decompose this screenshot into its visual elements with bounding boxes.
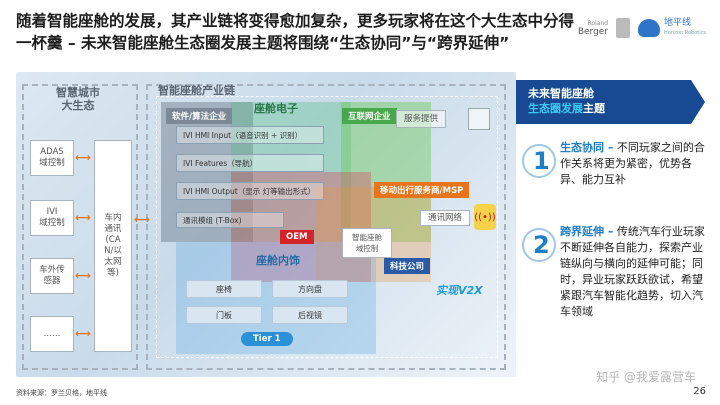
right-panel-header: 未来智能座舱 生态圈发展主题 [516,80,705,124]
watermark: 知乎 @我爱露营车 [596,370,696,384]
roland-berger-mark-icon [616,18,631,38]
ivi-hmi-output-row: IVI HMI Output（显示 灯等输出形式） [176,182,324,200]
point-1-number: 1 [533,147,550,175]
source-note: 资料来源：罗兰贝格，地平线 [16,389,107,397]
interior-label: 座舱内饰 [256,254,300,267]
smart-city-group [22,84,138,370]
cockpit-boundary [156,96,498,358]
tech-company-tag: 科技公司 [384,258,431,274]
more-box: …… [30,316,74,352]
arrow-icon: ⟷ [134,213,150,226]
point-1-text: 生态协同 – 不同玩家之间的合作关系将更为紧密，优势各异、能力互补 [560,141,705,186]
tier1-tag: Tier 1 [241,332,293,346]
v2x-label: 实现V2X [436,284,483,297]
page-title: 随着智能座舱的发展，其产业链将变得愈加复杂，更多玩家将在这个大生态中分得一杯羹 … [16,12,575,52]
arrow-icon: ⟷ [75,211,91,224]
electronics-region [231,102,351,242]
industry-chain-label: 智能座舱产业链 [158,84,235,97]
smart-city-label: 智慧城市 大生态 [56,86,100,112]
page-number: 26 [693,386,706,397]
comm-network-box: 通讯网络 [420,210,470,226]
tbox-module: 通讯模组 (T-Box) [176,212,284,228]
ivi-hmi-input-row: IVI HMI Input（语音识别 + 识别） [176,126,324,144]
mobility-tag: 移动出行服务商/MSP [374,182,470,198]
service-box: 服务提供 [396,110,446,128]
internet-tag: 互联网企业 [342,108,397,124]
seat-box: 座椅 [186,280,262,298]
arrow-icon: ⟷ [75,327,91,340]
ivi-domain-box: IVI 域控制 [30,200,74,236]
cockpit-domain-control-box: 智能座舱 域控制 [342,228,392,258]
mirror-box: 后视镜 [272,306,348,324]
brain-icon [638,19,661,37]
electronics-label: 座舱电子 [254,102,298,115]
software-tag: 软件/算法企业 [166,108,233,124]
antenna-icon: ((•)) [474,204,496,230]
ecosystem-diagram: 智慧城市 大生态 智能座舱产业链 ADAS 域控制 IVI 域控制 车外传 感器… [16,72,516,377]
ivi-features-row: IVI Features（导航） [176,154,324,172]
door-panel-box: 门板 [186,306,262,324]
arrow-icon: ⟷ [75,151,91,164]
arrow-icon: ⟷ [75,269,91,282]
industry-chain-group [146,84,506,370]
number-ring-icon [522,228,556,262]
external-sensor-box: 车外传 感器 [30,258,74,294]
oem-tag: OEM [280,230,314,244]
number-ring-icon [522,144,556,178]
adas-domain-box: ADAS 域控制 [30,140,74,176]
point-2-number: 2 [533,231,550,259]
steering-wheel-box: 方向盘 [272,280,348,298]
network-icon [468,108,490,130]
can-bus-box: 车内 通讯 (CA N/以 太网 等) [94,140,132,352]
point-2-text: 跨界延伸 – 传统汽车行业玩家不断延伸各自能力，探索产业链纵向与横向的延伸可能；… [560,225,705,318]
